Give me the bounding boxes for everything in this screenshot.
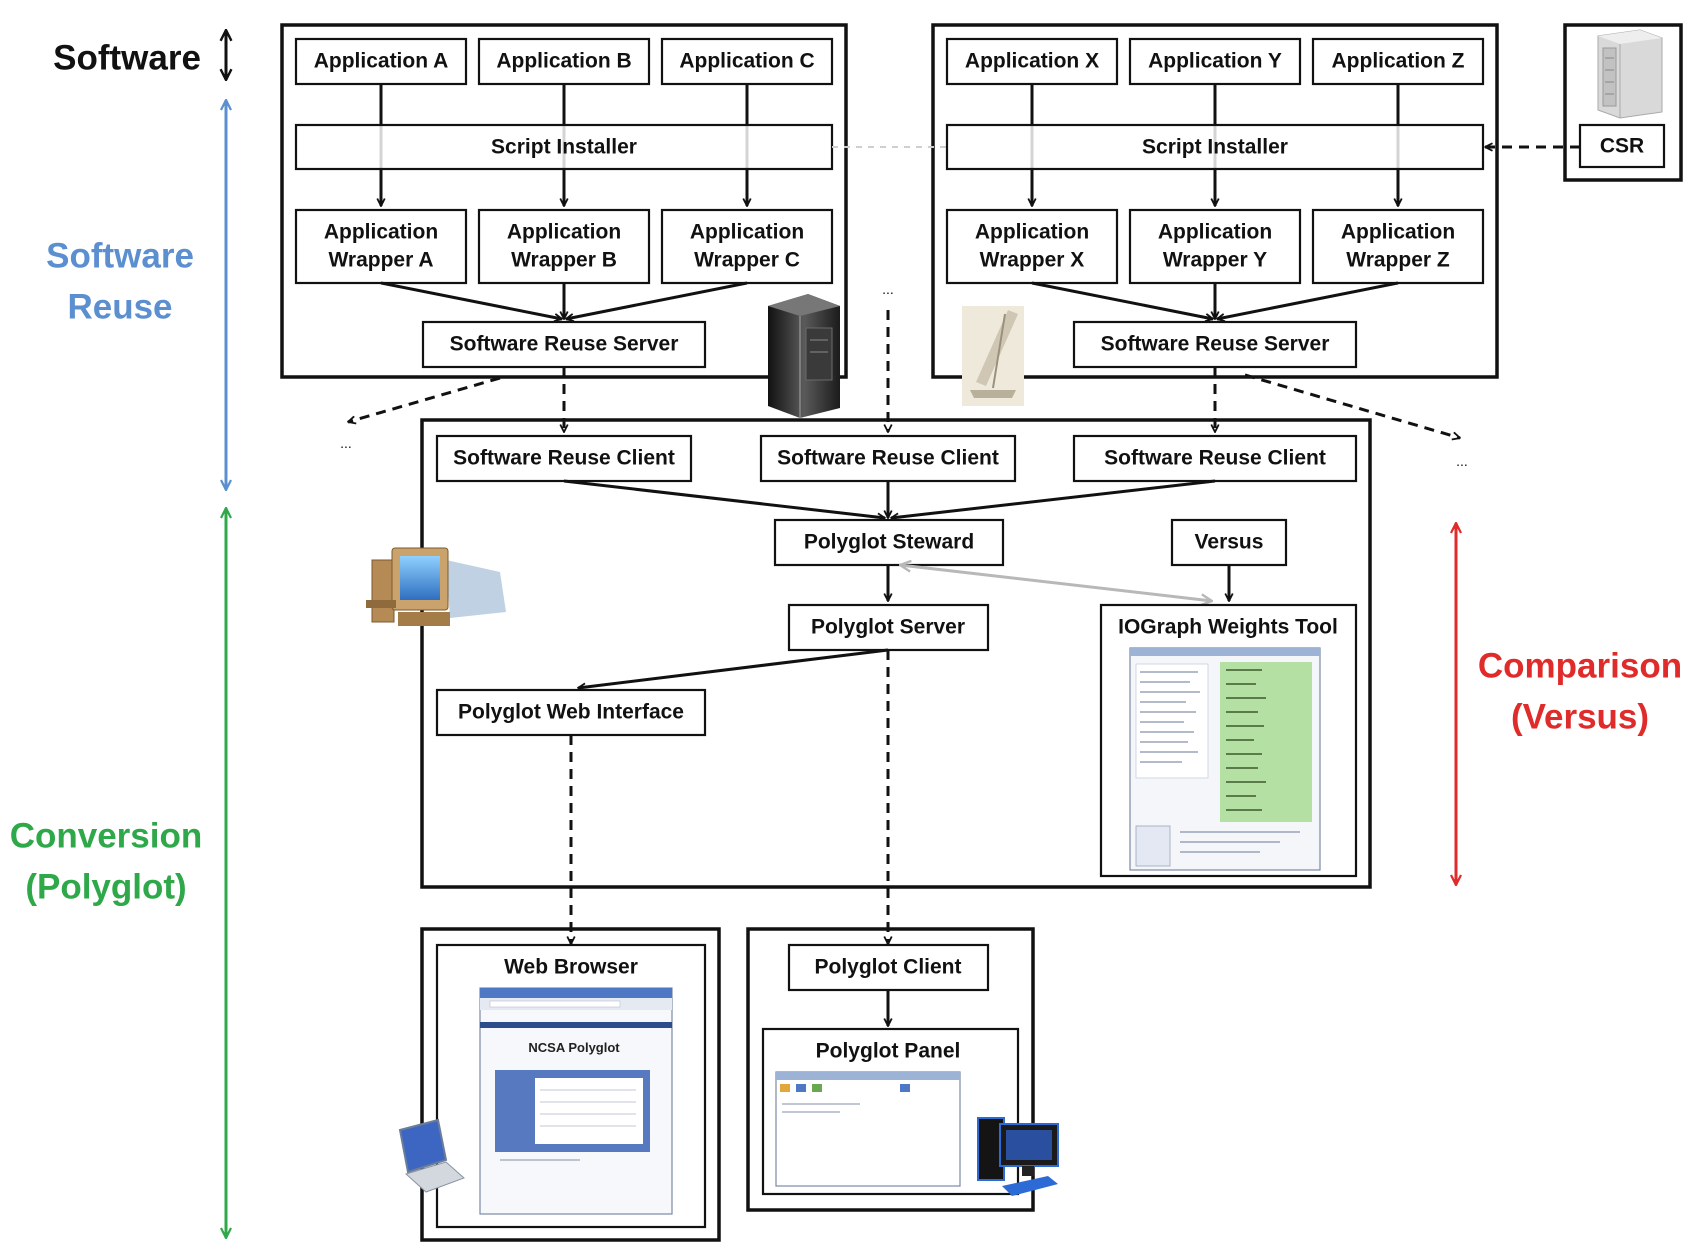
csr-box: CSR (1578, 123, 1666, 169)
laptop-icon (398, 1118, 465, 1193)
client3-to-steward-arrow (891, 479, 1216, 518)
iograph-screenshot (1129, 647, 1321, 871)
software-reuse-client-1: Software Reuse Client (435, 434, 693, 483)
polyglot-web-interface: Polyglot Web Interface (435, 688, 707, 737)
software-reuse-label-line2: Reuse (67, 287, 172, 326)
app-box-x: Application X (945, 37, 1119, 86)
wrapper-a-line2: Wrapper A (328, 249, 433, 272)
wrapper-x-line2: Wrapper X (980, 249, 1085, 272)
wrapper-c-line2: Wrapper C (694, 249, 800, 272)
csr-group (1563, 23, 1683, 182)
wrapper-box-x: Application Wrapper X (945, 208, 1119, 285)
polyglot-panel-label: Polyglot Panel (816, 1040, 961, 1063)
app-box-a: Application A (294, 37, 468, 86)
client1-to-steward-arrow (563, 479, 885, 518)
app-box-b: Application B (477, 37, 651, 86)
wrapper-box-z: Application Wrapper Z (1311, 208, 1485, 285)
wrapper-to-server-arrow-z (1217, 281, 1399, 319)
wrapper-a-line1: Application (324, 221, 438, 244)
web-browser-label: Web Browser (504, 956, 638, 979)
software-reuse-server-left: Software Reuse Server (421, 320, 707, 369)
web-browser-group (420, 927, 721, 1242)
workstation-icon (977, 1117, 1059, 1196)
app-label-b: Application B (496, 50, 631, 73)
app-label-z: Application Z (1332, 50, 1465, 73)
script-installer-right-label: Script Installer (1142, 136, 1288, 159)
browser-logo-text: NCSA Polyglot (528, 1040, 620, 1055)
wrapper-b-line1: Application (507, 221, 621, 244)
software-reuse-server-right: Software Reuse Server (1072, 320, 1358, 369)
polyglot-client-group (746, 927, 1035, 1212)
app-label-x: Application X (965, 50, 1099, 73)
app-box-c: Application C (660, 37, 834, 86)
wrapper-to-server-arrow-x (1031, 281, 1213, 319)
comparison-label-line2: (Versus) (1511, 697, 1649, 736)
wrapper-box-c: Application Wrapper C (660, 208, 834, 285)
iograph-weights-tool-label: IOGraph Weights Tool (1118, 616, 1338, 639)
software-reuse-server-left-label: Software Reuse Server (450, 333, 679, 356)
wrapper-to-server-arrow-a (380, 281, 562, 319)
software-reuse-client-2-label: Software Reuse Client (777, 447, 999, 470)
app-box-z: Application Z (1311, 37, 1485, 86)
software-reuse-client-2: Software Reuse Client (759, 434, 1017, 483)
desktop-computer-icon (366, 547, 506, 626)
polyglot-client-label: Polyglot Client (815, 956, 962, 979)
wrapper-to-server-arrow-c (566, 281, 748, 319)
wrapper-x-line1: Application (975, 221, 1089, 244)
server-left-to-other-arrow (348, 376, 501, 422)
app-label-y: Application Y (1148, 50, 1282, 73)
wrapper-box-a: Application Wrapper A (294, 208, 468, 285)
ellipsis-left: ... (340, 435, 352, 451)
polyglot-steward: Polyglot Steward (773, 518, 1005, 567)
software-reuse-client-1-label: Software Reuse Client (453, 447, 675, 470)
polyglot-server: Polyglot Server (787, 603, 990, 652)
software-reuse-client-3-label: Software Reuse Client (1104, 447, 1326, 470)
ellipsis-right: ... (1456, 453, 1468, 469)
csr-label: CSR (1600, 135, 1644, 158)
server-right-to-other-arrow (1244, 373, 1460, 438)
ellipsis-middle: ... (882, 281, 894, 297)
software-reuse-client-3: Software Reuse Client (1072, 434, 1358, 483)
panel-screenshot (775, 1071, 961, 1187)
steward-iograph-gray-arrow (900, 565, 1212, 601)
script-installer-left-label: Script Installer (491, 136, 637, 159)
wrapper-z-line2: Wrapper Z (1346, 249, 1450, 272)
wrapper-b-line2: Wrapper B (511, 249, 617, 272)
wrapper-y-line1: Application (1158, 221, 1272, 244)
comparison-label-line1: Comparison (1478, 646, 1682, 685)
software-reuse-label-line1: Software (46, 236, 194, 275)
software-label: Software (53, 38, 201, 77)
polyglot-steward-label: Polyglot Steward (804, 531, 974, 554)
server-tower-icon (768, 294, 840, 418)
browser-screenshot: NCSA Polyglot (479, 987, 673, 1215)
polyglot-server-label: Polyglot Server (811, 616, 965, 639)
wrapper-box-b: Application Wrapper B (477, 208, 651, 285)
conversion-label-line1: Conversion (10, 816, 203, 855)
wrapper-y-line2: Wrapper Y (1163, 249, 1267, 272)
app-label-a: Application A (314, 50, 449, 73)
csr-server-icon (1597, 29, 1663, 119)
polyglot-web-interface-label: Polyglot Web Interface (458, 701, 684, 724)
server-to-web-interface-arrow (578, 648, 889, 688)
versus-box: Versus (1170, 518, 1288, 567)
wrapper-z-line1: Application (1341, 221, 1455, 244)
wrapper-box-y: Application Wrapper Y (1128, 208, 1302, 285)
app-box-y: Application Y (1128, 37, 1302, 86)
versus-label: Versus (1195, 531, 1264, 554)
script-installer-left: Script Installer (294, 123, 834, 171)
conversion-label-line2: (Polyglot) (25, 867, 186, 906)
software-reuse-server-right-label: Software Reuse Server (1101, 333, 1330, 356)
wrapper-c-line1: Application (690, 221, 804, 244)
script-installer-right: Script Installer (945, 123, 1485, 171)
app-label-c: Application C (679, 50, 814, 73)
polyglot-client-box: Polyglot Client (787, 943, 990, 992)
polyglot-group (420, 418, 1372, 889)
monitor-icon (962, 306, 1024, 406)
